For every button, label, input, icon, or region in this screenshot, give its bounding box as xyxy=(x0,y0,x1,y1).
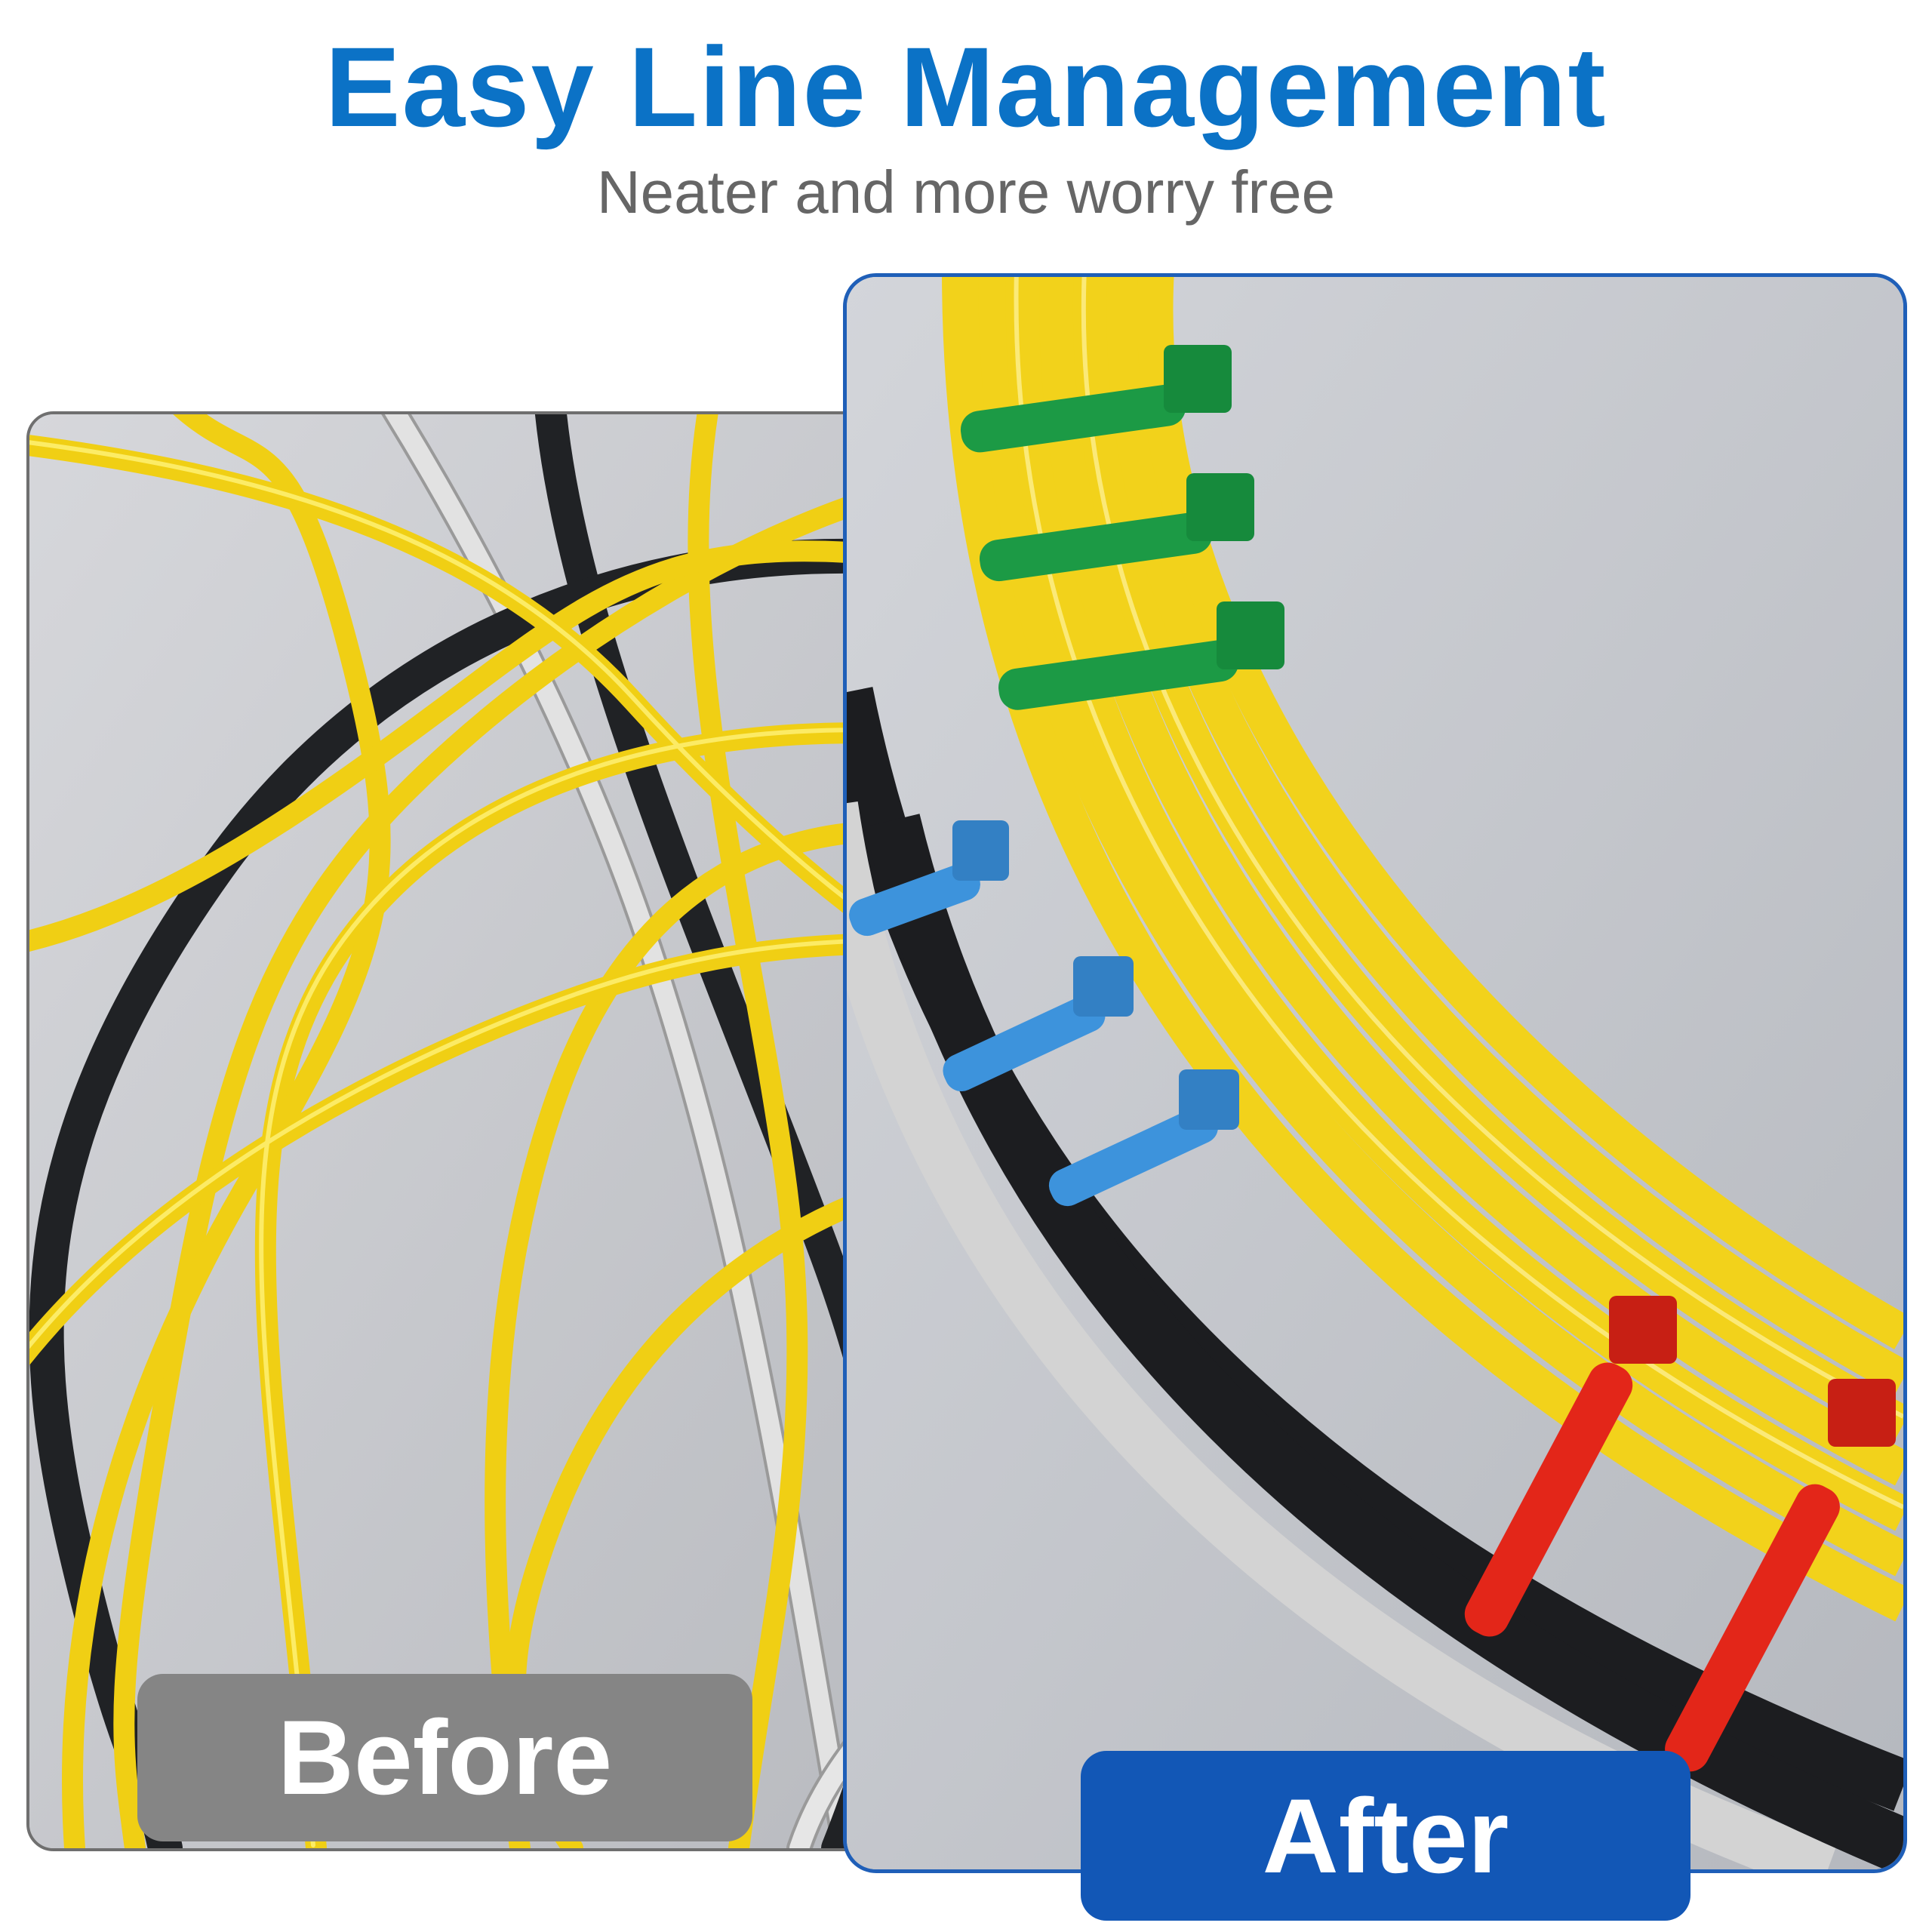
before-panel xyxy=(26,411,972,1851)
tangled-cables-illustration xyxy=(29,414,969,1848)
page-title: Easy Line Management xyxy=(325,23,1607,150)
red-cable-ties xyxy=(1464,1296,1896,1772)
after-badge: After xyxy=(1081,1751,1690,1921)
after-panel xyxy=(843,273,1907,1873)
page-subtitle: Neater and more worry free xyxy=(596,158,1336,226)
bundled-cables-illustration xyxy=(847,277,1903,1869)
green-cable-ties xyxy=(960,345,1284,710)
blue-cable-ties xyxy=(849,820,1239,1207)
before-badge: Before xyxy=(137,1674,752,1841)
